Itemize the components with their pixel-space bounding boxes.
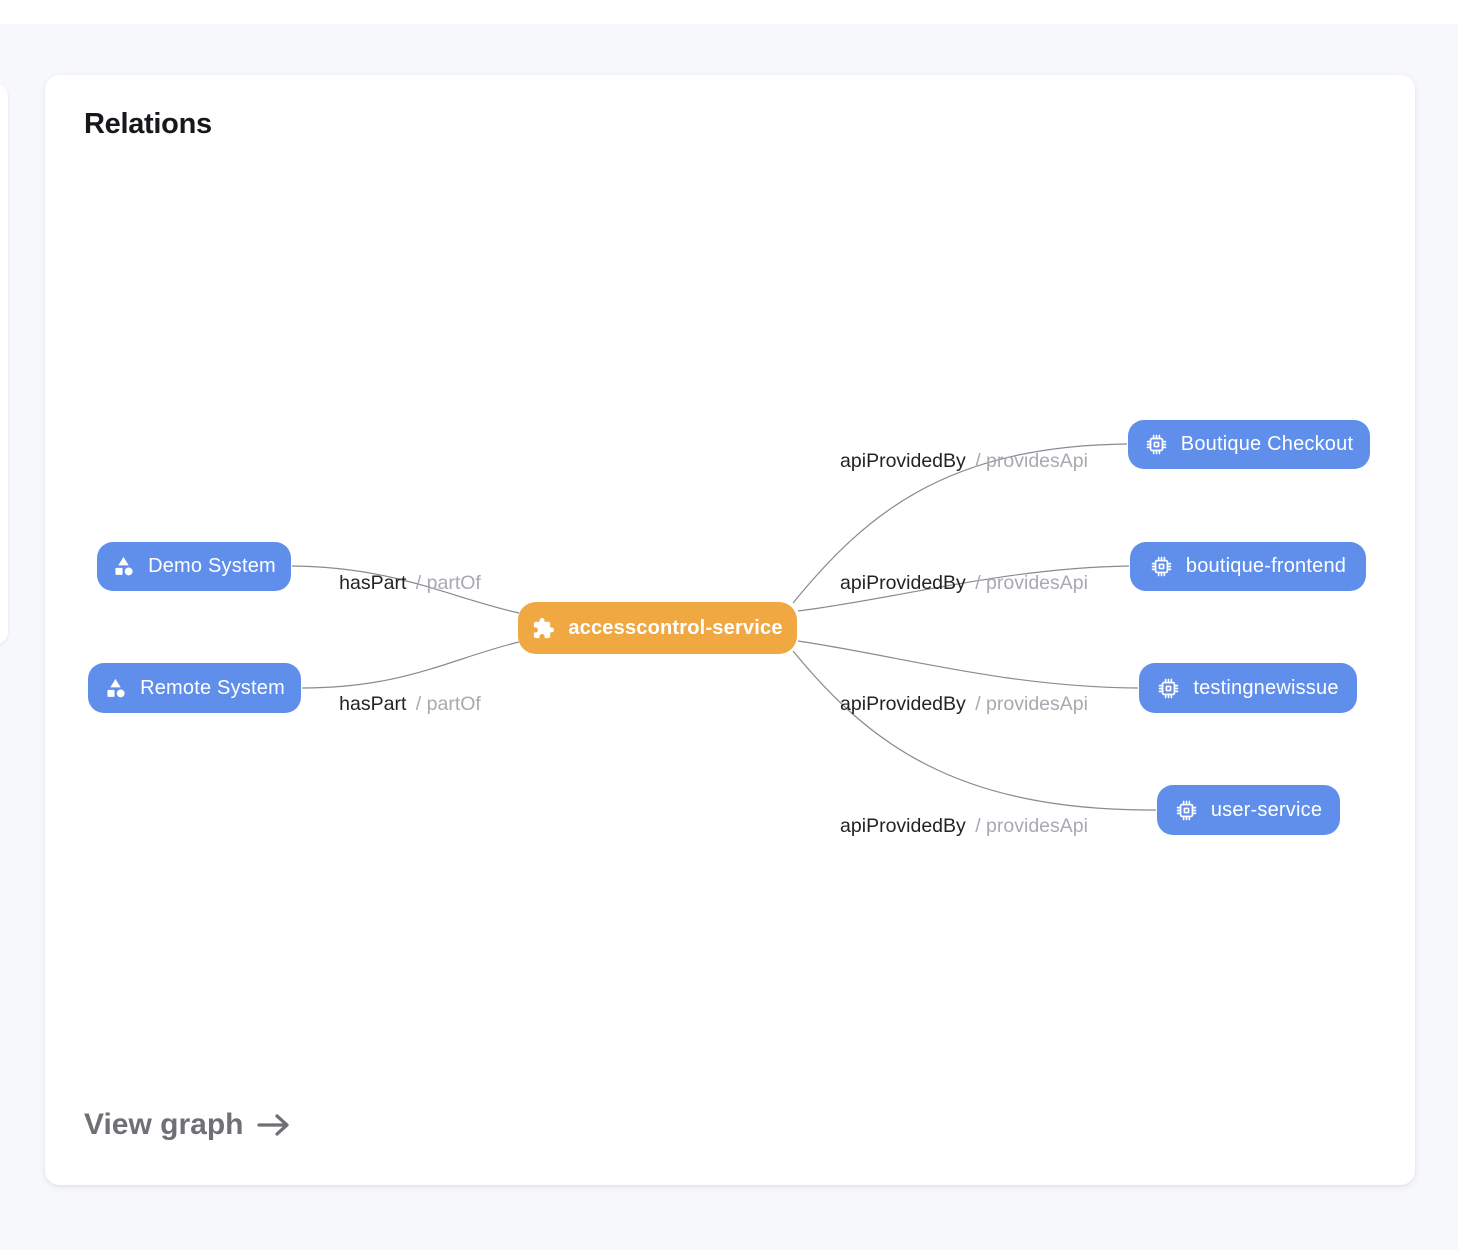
edge-label-apiprovidedby-testing: apiProvidedBy / providesApi bbox=[840, 691, 1088, 717]
node-accesscontrol-service[interactable]: accesscontrol-service bbox=[518, 602, 797, 654]
api-chip-icon bbox=[1150, 555, 1173, 578]
edge-label-haspart-remote: hasPart / partOf bbox=[339, 691, 481, 717]
adjacent-card-edge bbox=[0, 84, 8, 644]
edge-label-primary: hasPart bbox=[339, 572, 407, 594]
node-label: accesscontrol-service bbox=[568, 616, 783, 639]
edge-label-apiprovidedby-checkout: apiProvidedBy / providesApi bbox=[840, 448, 1088, 474]
edge-label-haspart-demo: hasPart / partOf bbox=[339, 570, 481, 596]
node-label: Demo System bbox=[148, 555, 276, 577]
category-shapes-icon bbox=[112, 555, 135, 578]
edge-label-secondary: / providesApi bbox=[975, 572, 1088, 594]
view-graph-link[interactable]: View graph bbox=[84, 1108, 292, 1142]
node-label: testingnewissue bbox=[1193, 676, 1339, 699]
api-chip-icon bbox=[1157, 677, 1180, 700]
node-demo-system[interactable]: Demo System bbox=[97, 542, 291, 591]
card-title: Relations bbox=[84, 108, 212, 140]
edge-label-secondary: / partOf bbox=[415, 572, 481, 594]
edge-label-primary: apiProvidedBy bbox=[840, 815, 966, 837]
node-boutique-frontend[interactable]: boutique-frontend bbox=[1130, 542, 1366, 591]
edge-label-primary: apiProvidedBy bbox=[840, 450, 966, 472]
edge-label-primary: hasPart bbox=[339, 693, 407, 715]
edge-label-apiprovidedby-user: apiProvidedBy / providesApi bbox=[840, 813, 1088, 839]
puzzle-piece-icon bbox=[532, 617, 555, 640]
node-user-service[interactable]: user-service bbox=[1157, 785, 1340, 835]
api-chip-icon bbox=[1145, 433, 1168, 456]
node-boutique-checkout[interactable]: Boutique Checkout bbox=[1128, 420, 1370, 469]
node-label: Boutique Checkout bbox=[1180, 433, 1354, 455]
edge-label-secondary: / providesApi bbox=[975, 815, 1088, 837]
node-label: boutique-frontend bbox=[1185, 555, 1347, 577]
edge-label-apiprovidedby-frontend: apiProvidedBy / providesApi bbox=[840, 570, 1088, 596]
node-testingnewissue[interactable]: testingnewissue bbox=[1139, 663, 1357, 713]
edge-label-secondary: / providesApi bbox=[975, 450, 1088, 472]
edge-label-secondary: / providesApi bbox=[975, 693, 1088, 715]
page-top-strip bbox=[0, 0, 1458, 24]
edge-label-secondary: / partOf bbox=[415, 693, 481, 715]
edge-label-primary: apiProvidedBy bbox=[840, 693, 966, 715]
node-remote-system[interactable]: Remote System bbox=[88, 663, 301, 713]
edge-label-primary: apiProvidedBy bbox=[840, 572, 966, 594]
arrow-right-icon bbox=[256, 1112, 292, 1138]
api-chip-icon bbox=[1175, 799, 1198, 822]
node-label: user-service bbox=[1210, 798, 1323, 821]
view-graph-label: View graph bbox=[84, 1108, 244, 1141]
category-shapes-icon bbox=[104, 677, 127, 700]
node-label: Remote System bbox=[140, 676, 285, 699]
